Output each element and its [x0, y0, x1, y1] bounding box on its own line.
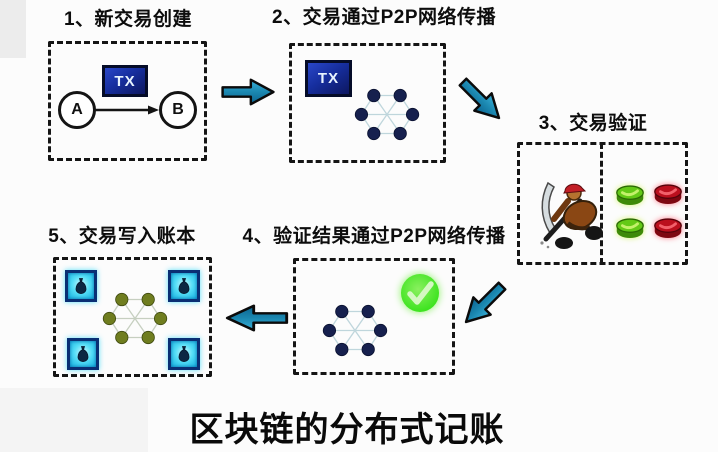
- step2-box: TX: [289, 43, 446, 163]
- p2p-network-icon: [322, 304, 388, 357]
- step3-box: [517, 142, 688, 265]
- tx-block: TX: [102, 65, 148, 97]
- step4-box: [293, 258, 455, 375]
- miner-icon: [540, 181, 603, 249]
- tx-block: TX: [305, 60, 352, 97]
- arrow-step4-to-step5-icon: [225, 304, 289, 332]
- arrow-step3-to-step4-icon: [464, 281, 507, 324]
- step1-box: TX A B: [48, 41, 207, 161]
- page-title: 区块链的分布式记账: [189, 411, 505, 449]
- step3-divider: [600, 143, 603, 264]
- arrow-step1-to-step2-icon: [221, 78, 275, 106]
- step3-label: 3、交易验证: [538, 113, 648, 134]
- ledger-icon: [67, 338, 99, 370]
- step2-label: 2、交易通过P2P网络传播: [272, 7, 496, 28]
- green-coin-icon: [616, 185, 644, 205]
- green-coin-icon: [616, 218, 644, 238]
- red-coin-icon: [654, 218, 682, 238]
- tx-label: TX: [114, 72, 136, 90]
- check-icon: [401, 274, 439, 312]
- step5-box: [53, 257, 212, 377]
- arrow-step2-to-step3-icon: [458, 77, 501, 120]
- p2p-network-icon: [354, 88, 420, 141]
- ledger-icon: [168, 270, 200, 302]
- node-b: B: [159, 91, 197, 129]
- step4-label: 4、验证结果通过P2P网络传播: [242, 226, 506, 247]
- background-patch: [0, 388, 148, 452]
- red-coin-icon: [654, 184, 682, 204]
- background-patch: [0, 0, 26, 58]
- ledger-icon: [168, 338, 200, 370]
- step5-label: 5、交易写入账本: [48, 226, 196, 247]
- tx-label: TX: [317, 70, 340, 87]
- ledger-network-icon: [102, 292, 168, 345]
- step1-label: 1、新交易创建: [63, 9, 193, 30]
- ledger-icon: [65, 270, 97, 302]
- node-a: A: [58, 91, 96, 129]
